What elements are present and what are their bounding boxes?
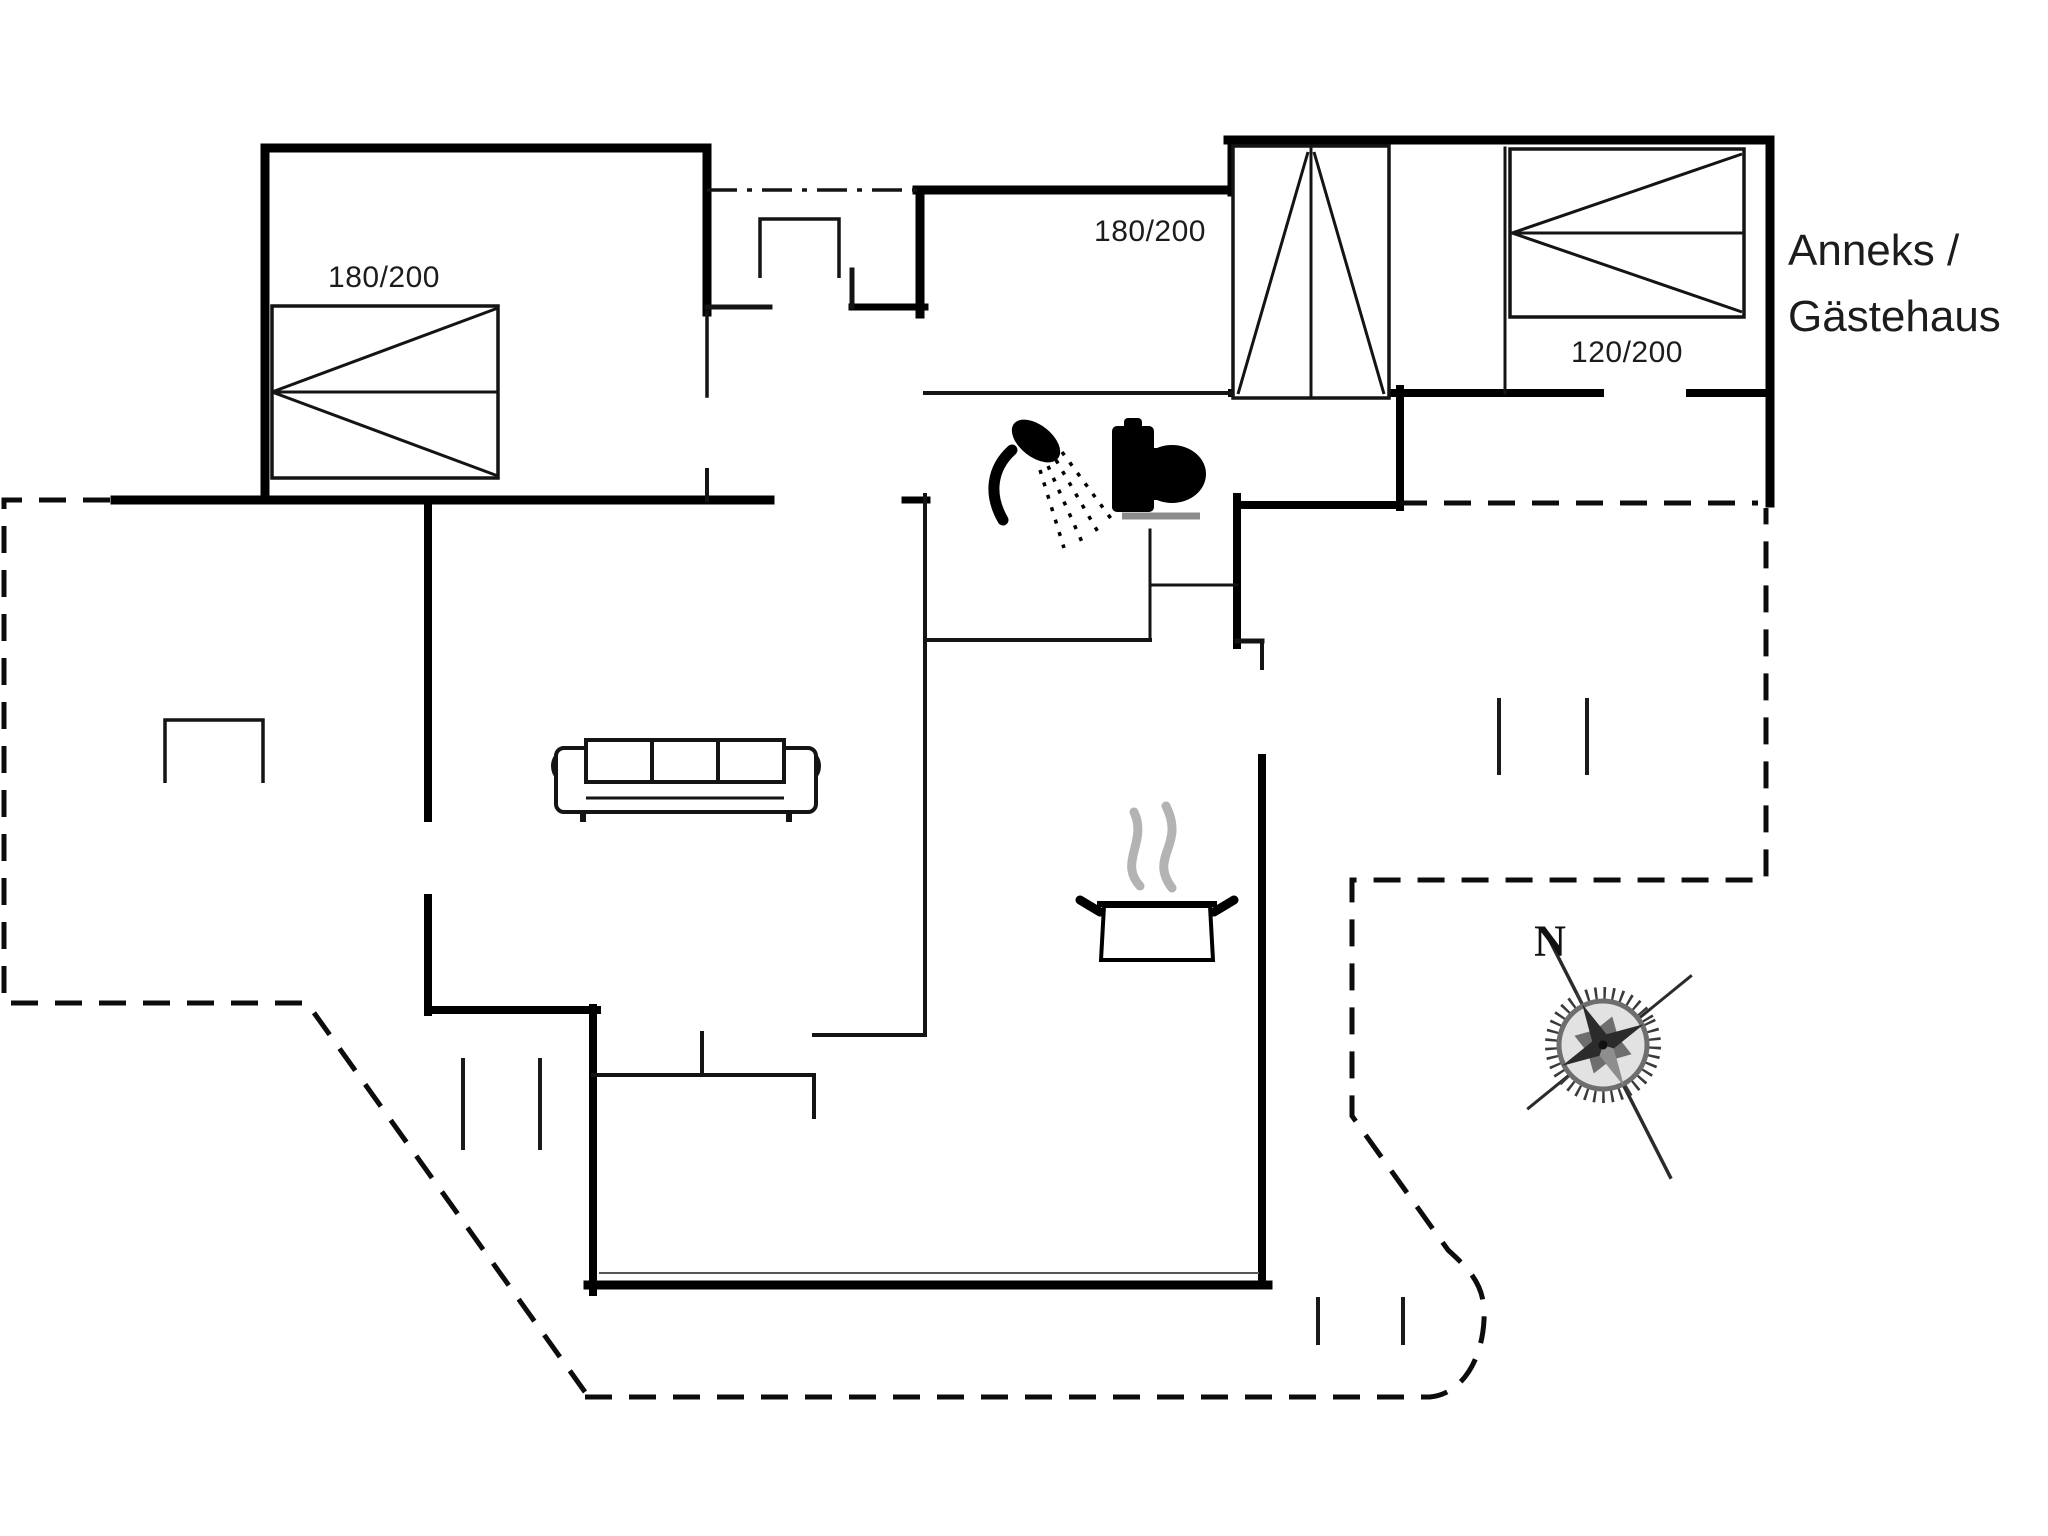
double-bed-icon [270, 304, 500, 480]
outer-walls [110, 135, 1775, 1296]
annex-label-line2: Gästehaus [1788, 292, 2001, 341]
annex-label: Anneks / Gästehaus [1788, 218, 2001, 350]
toilet-icon [1112, 418, 1206, 520]
shower-spray [1038, 450, 1114, 549]
terrace-dashed-bottom-right [585, 508, 1769, 1400]
pot-body [1098, 904, 1216, 962]
entrance-porch-icon [758, 217, 841, 278]
terrace-dashed-left [1, 497, 588, 1394]
terrace-boundary [1, 497, 1769, 1400]
bed-size-label-bedroom1: 180/200 [328, 261, 440, 294]
entrance-area [163, 188, 917, 783]
shower-head [1011, 419, 1061, 463]
beds [270, 144, 1746, 480]
vertical-double-bed-icon [1231, 144, 1391, 400]
sofa-icon [551, 738, 821, 822]
bedroom1-walls [260, 143, 712, 505]
pot-handle-left [1075, 895, 1105, 917]
compass-rose-icon [1526, 939, 1693, 1180]
bed-size-label-bedroom2: 180/200 [1094, 215, 1206, 248]
interior-walls [591, 146, 1507, 1274]
bed-size-label-annex: 120/200 [1571, 336, 1683, 369]
steam-icon [1127, 801, 1177, 893]
shower-hose [988, 444, 1018, 526]
bench-icon [163, 718, 265, 783]
compass-north-label: N [1534, 916, 1566, 966]
cooking-pot-icon [1075, 895, 1239, 962]
shower-icon [988, 419, 1114, 549]
guest-bed-icon [1508, 147, 1746, 319]
step-marks [461, 698, 1589, 1345]
annex-label-line1: Anneks / [1788, 226, 1960, 275]
pot-handle-right [1209, 895, 1239, 917]
